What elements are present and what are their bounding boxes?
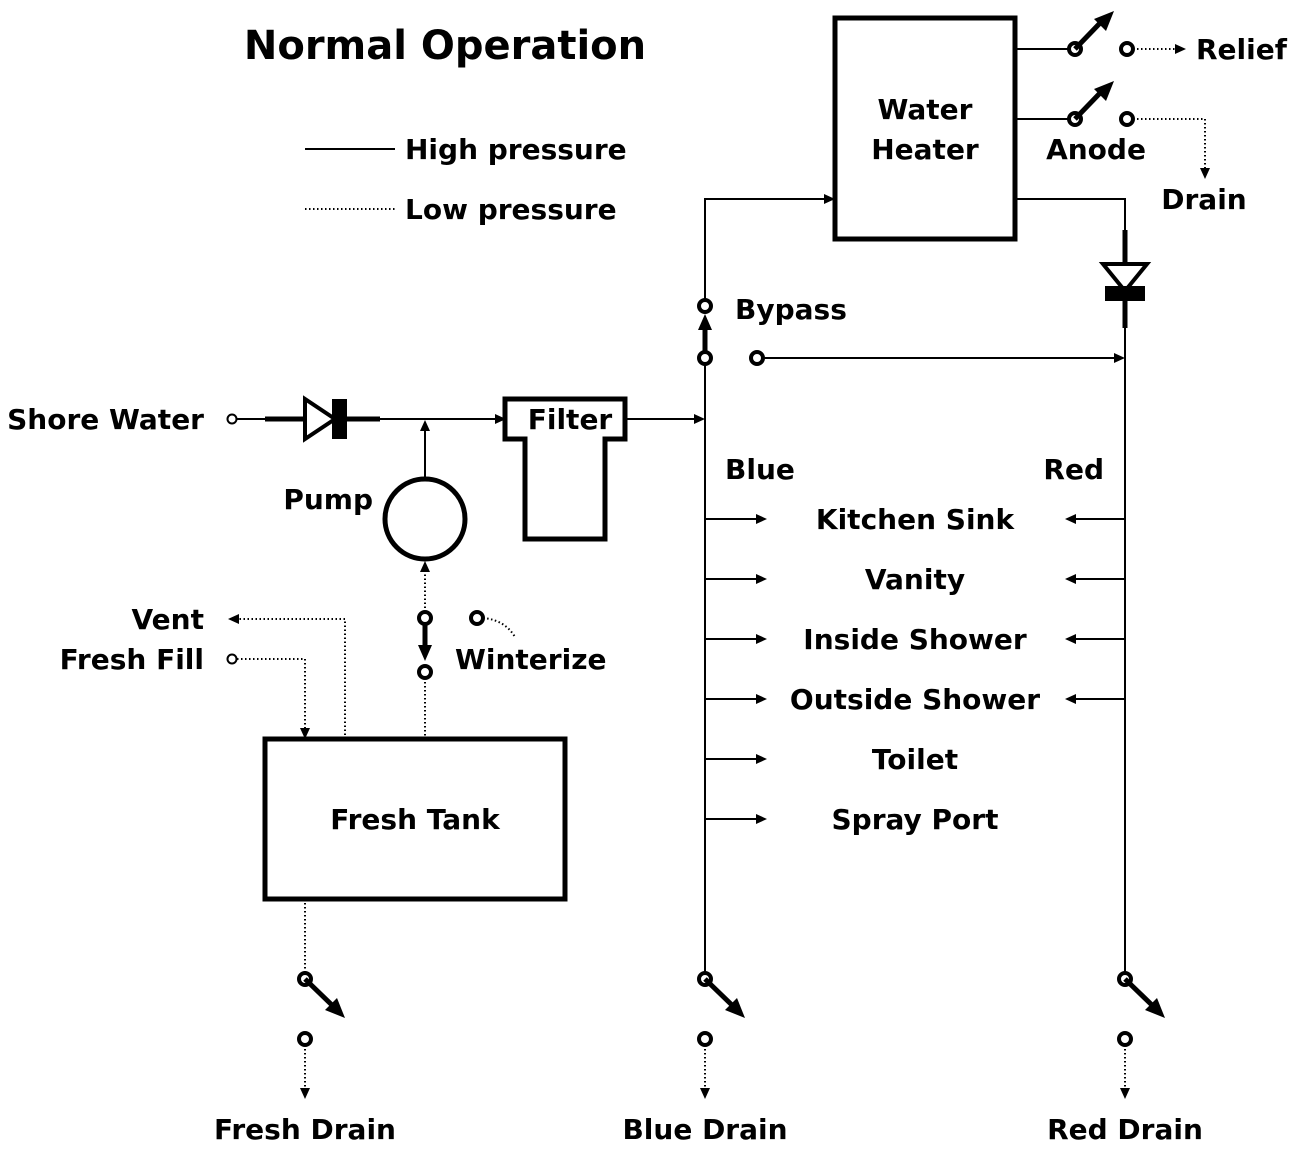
relief-label: Relief xyxy=(1196,33,1288,66)
fresh-tank-label: Fresh Tank xyxy=(330,803,501,836)
red-drain-valve[interactable]: Red Drain xyxy=(1047,971,1203,1146)
fixture-label: Toilet xyxy=(872,743,958,776)
anode-valve[interactable]: Anode Drain xyxy=(1015,81,1247,216)
shore-check-valve xyxy=(303,395,380,443)
relief-valve[interactable]: Relief xyxy=(1015,11,1288,66)
fixture-kitchen-sink: Kitchen Sink xyxy=(705,503,1125,536)
fresh-drain-valve[interactable]: Fresh Drain xyxy=(214,899,396,1146)
bypass-valve[interactable]: Bypass xyxy=(697,293,1125,366)
shore-water-inlet: Shore Water xyxy=(7,403,305,436)
filter-label: Filter xyxy=(528,403,613,436)
blue-line-label: Blue xyxy=(725,453,795,486)
fresh-drain-label: Fresh Drain xyxy=(214,1113,396,1146)
shore-water-label: Shore Water xyxy=(7,403,204,436)
legend-high-pressure-label: High pressure xyxy=(405,133,627,166)
fixture-outside-shower: Outside Shower xyxy=(705,683,1125,716)
fresh-tank-box xyxy=(262,736,568,902)
heater-outlet-pipe xyxy=(1015,198,1126,230)
blue-drain-valve[interactable]: Blue Drain xyxy=(622,971,788,1146)
fixture-vanity: Vanity xyxy=(705,563,1125,596)
fixture-label: Spray Port xyxy=(831,803,998,836)
diagram-title: Normal Operation xyxy=(244,23,646,69)
pump: Pump xyxy=(283,420,468,562)
water-heater-label-line1: Water xyxy=(878,93,973,126)
heater-check-valve xyxy=(1098,230,1152,328)
fixture-label: Outside Shower xyxy=(790,683,1040,716)
anode-label: Anode xyxy=(1046,133,1146,166)
fixture-inside-shower: Inside Shower xyxy=(705,623,1125,656)
heater-inlet-pipe xyxy=(704,198,825,300)
heater-drain-label: Drain xyxy=(1161,183,1246,216)
red-line-label: Red xyxy=(1043,453,1104,486)
vent-label: Vent xyxy=(132,603,204,636)
pump-label: Pump xyxy=(283,483,373,516)
legend-low-pressure-label: Low pressure xyxy=(405,193,617,226)
red-drain-label: Red Drain xyxy=(1047,1113,1203,1146)
vent-line: Vent xyxy=(132,603,346,739)
water-heater-box xyxy=(832,15,1018,242)
legend: High pressure Low pressure xyxy=(305,133,627,226)
fixture-label: Inside Shower xyxy=(803,623,1027,656)
filter: Filter xyxy=(502,396,628,542)
fresh-tank: Fresh Tank xyxy=(262,736,568,902)
fixture-spray-port: Spray Port xyxy=(705,803,999,836)
fresh-fill-line: Fresh Fill xyxy=(60,643,310,739)
bypass-label: Bypass xyxy=(735,293,847,326)
winterize-label: Winterize xyxy=(455,643,606,676)
fixture-label: Kitchen Sink xyxy=(816,503,1016,536)
fresh-fill-label: Fresh Fill xyxy=(60,643,204,676)
water-heater: Water Heater xyxy=(832,15,1018,242)
fixture-label: Vanity xyxy=(865,563,965,596)
winterize-valve[interactable]: Winterize xyxy=(417,610,606,680)
blue-drain-label: Blue Drain xyxy=(622,1113,787,1146)
fixture-toilet: Toilet xyxy=(705,743,958,776)
water-heater-label-line2: Heater xyxy=(871,133,979,166)
